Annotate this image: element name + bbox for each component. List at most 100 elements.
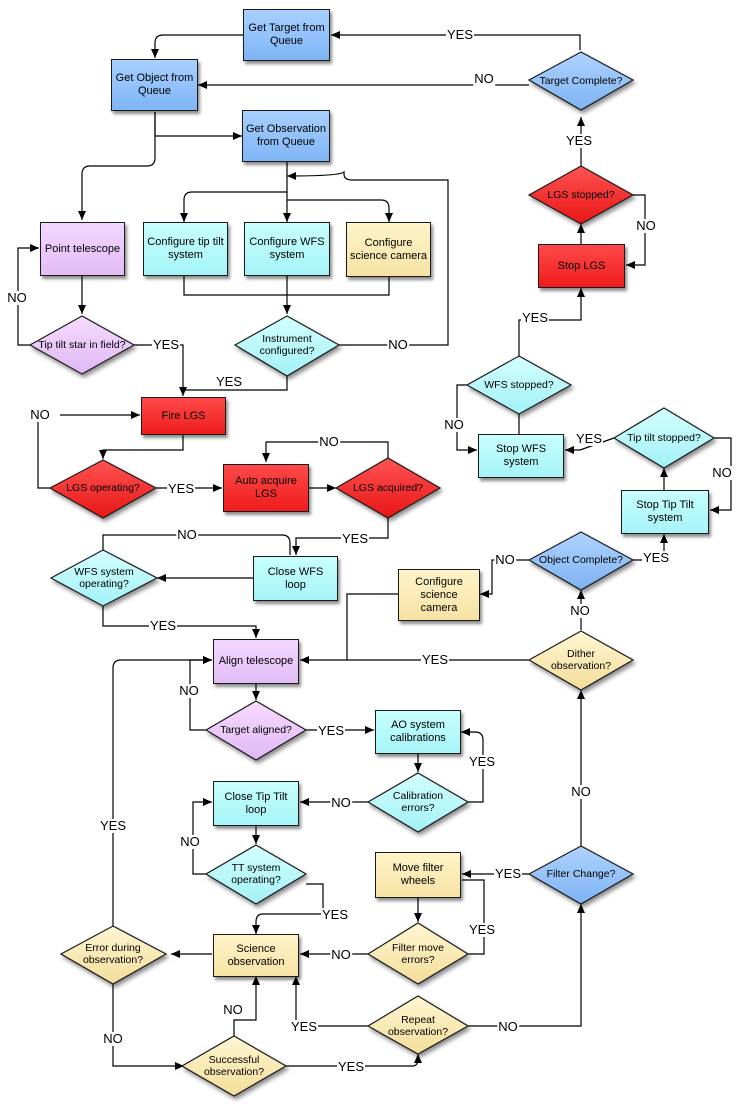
edge-label-no: NO (330, 795, 352, 810)
edge (461, 728, 484, 803)
edge-label-no: NO (6, 290, 28, 305)
edge-label-no: NO (179, 834, 201, 849)
edge-label-yes: YES (340, 531, 370, 546)
node-label: Stop LGS (557, 259, 606, 272)
node-close-tip-tilt-loop[interactable]: Close Tip Tilt loop (213, 781, 299, 826)
diamond-tt-system-operating (204, 844, 308, 905)
node-label: Auto acquire LGS (235, 475, 297, 500)
diamond-lgs-acquired (334, 457, 442, 519)
edge (102, 534, 291, 555)
node-stop-tip-tilt[interactable]: Stop Tip Tilt system (621, 490, 709, 534)
edge-label-no: NO (711, 465, 733, 480)
edge (151, 34, 243, 58)
edge-label-yes: YES (320, 907, 350, 922)
diamond-tip-tilt-stopped (612, 407, 716, 469)
edge-label-yes: YES (148, 618, 178, 633)
edge-label-no: NO (497, 1019, 519, 1034)
edge-label-yes: YES (214, 374, 244, 389)
node-label: Close WFS loop (267, 565, 324, 591)
node-label: Get Target from Queue (248, 22, 325, 47)
node-get-object[interactable]: Get Object from Queue (111, 59, 198, 111)
edge (518, 288, 585, 356)
edge (287, 199, 393, 222)
edge-label-no: NO (494, 552, 516, 567)
edge (252, 883, 324, 934)
node-stop-lgs[interactable]: Stop LGS (538, 244, 625, 288)
edge (112, 984, 184, 1070)
diamond-lgs-operating (48, 459, 158, 519)
node-label: Stop Tip Tilt system (636, 499, 694, 524)
edge-label-yes: YES (316, 723, 346, 738)
node-science-observation[interactable]: Science observation (213, 934, 299, 977)
node-ao-calibrations[interactable]: AO system calibrations (375, 710, 461, 754)
node-configure-science-camera-1[interactable]: Configure science camera (346, 222, 431, 277)
node-get-target[interactable]: Get Target from Queue (243, 9, 330, 61)
diamond-wfs-stopped (465, 355, 573, 415)
diamond-tip-tilt-star (28, 315, 136, 375)
diamond-calibration-errors (366, 772, 470, 833)
edge (37, 415, 50, 489)
node-label: Align telescope (218, 655, 294, 667)
node-label: Fire LGS (161, 409, 206, 422)
node-label: Stop WFS system (495, 443, 547, 468)
edge-label-no: NO (570, 784, 592, 799)
node-stop-wfs[interactable]: Stop WFS system (478, 434, 564, 478)
edge-label-no: NO (222, 1002, 244, 1017)
node-label: Get Object from Queue (115, 72, 194, 97)
node-configure-tip-tilt[interactable]: Configure tip tilt system (143, 222, 228, 276)
node-align-telescope[interactable]: Align telescope (213, 639, 299, 684)
diamond-filter-change (527, 845, 635, 905)
diamond-instrument-configured (233, 315, 341, 377)
diamond-repeat-observation (366, 995, 470, 1055)
node-fire-lgs[interactable]: Fire LGS (141, 397, 226, 435)
edge-label-yes: YES (641, 550, 671, 565)
node-label: Move filter wheels (392, 862, 444, 887)
diamond-wfs-system-operating (49, 549, 159, 607)
edge (180, 191, 287, 222)
diamond-target-complete (527, 51, 635, 111)
node-get-observation[interactable]: Get Observation from Queue (242, 110, 330, 162)
edge (331, 31, 581, 50)
edge-label-yes: YES (467, 922, 497, 937)
edge (102, 606, 260, 638)
edge-label-no: NO (443, 417, 465, 432)
edge-label-yes: YES (574, 431, 604, 446)
node-move-filter-wheels[interactable]: Move filter wheels (375, 852, 461, 898)
edge-label-yes: YES (564, 133, 594, 148)
node-label: Get Observation from Queue (245, 123, 327, 148)
node-close-wfs-loop[interactable]: Close WFS loop (253, 556, 338, 601)
node-point-telescope[interactable]: Point telescope (40, 222, 125, 276)
edge (462, 879, 485, 955)
edge-label-yes: YES (98, 818, 128, 833)
edge-label-no: NO (318, 434, 340, 449)
diamond-lgs-stopped (527, 165, 635, 225)
node-configure-wfs[interactable]: Configure WFS system (244, 222, 330, 276)
edge (183, 376, 288, 391)
edge-label-no: NO (569, 603, 591, 618)
edge-label-no: NO (178, 683, 200, 698)
node-label: Configure science camera (415, 575, 463, 614)
edge (154, 112, 242, 140)
node-auto-acquire-lgs[interactable]: Auto acquire LGS (223, 464, 309, 512)
edge-label-yes: YES (166, 481, 196, 496)
edge (346, 593, 398, 660)
diamond-dither-observation (527, 630, 635, 691)
diamond-target-aligned (204, 700, 308, 761)
edge-label-yes: YES (336, 1059, 366, 1074)
node-configure-science-camera-2[interactable]: Configure science camera (398, 569, 480, 621)
edge (286, 170, 449, 346)
diamond-successful-observation (180, 1035, 288, 1097)
edge (456, 384, 477, 454)
diamond-object-complete (527, 531, 635, 591)
edge-label-yes: YES (467, 754, 497, 769)
node-label: Configure science camera (349, 236, 428, 262)
edge (134, 344, 187, 396)
edge-label-no: NO (635, 218, 657, 233)
node-label: AO system calibrations (390, 719, 446, 744)
edge-label-yes: YES (493, 866, 523, 881)
node-label: Configure tip tilt system (147, 236, 224, 261)
edge-label-no: NO (29, 407, 51, 422)
node-label: Science observation (227, 942, 285, 968)
diamond-error-during-observation (59, 925, 168, 985)
